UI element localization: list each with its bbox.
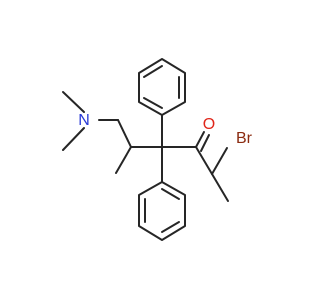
upper-phenyl-hexagon <box>138 58 186 116</box>
carbonyl-double-bond-outer <box>195 131 205 148</box>
n-methyl-upper-bond <box>62 91 85 113</box>
upper-phenyl-double-3 <box>143 97 163 109</box>
lower-phenyl-hexagon <box>138 181 186 241</box>
nitrogen-atom-label: N <box>78 112 90 129</box>
ch-methyl-bond <box>115 146 132 174</box>
lower-phenyl-double-1 <box>161 188 180 200</box>
upper-phenyl-ring <box>138 58 186 148</box>
ketone-chain-bonds <box>161 131 229 202</box>
lower-phenyl-double-2 <box>161 221 180 233</box>
ch2-ch-bond <box>117 119 132 148</box>
alpha-methyl-bond <box>211 173 229 202</box>
alpha-bromo-bond <box>211 147 228 175</box>
lower-phenyl-ring <box>138 146 186 241</box>
upper-phenyl-double-1 <box>143 65 163 78</box>
oxygen-atom-label: O <box>203 116 215 133</box>
carbonyl-alpha-bond <box>195 146 213 175</box>
n-methyl-lower-bond <box>62 127 85 151</box>
carbonyl-double-bond-inner <box>200 134 210 152</box>
dimethylamino-bonds <box>62 91 163 174</box>
bromine-atom-label: Br <box>236 130 253 147</box>
molecule-structure: N O Br <box>62 58 253 241</box>
